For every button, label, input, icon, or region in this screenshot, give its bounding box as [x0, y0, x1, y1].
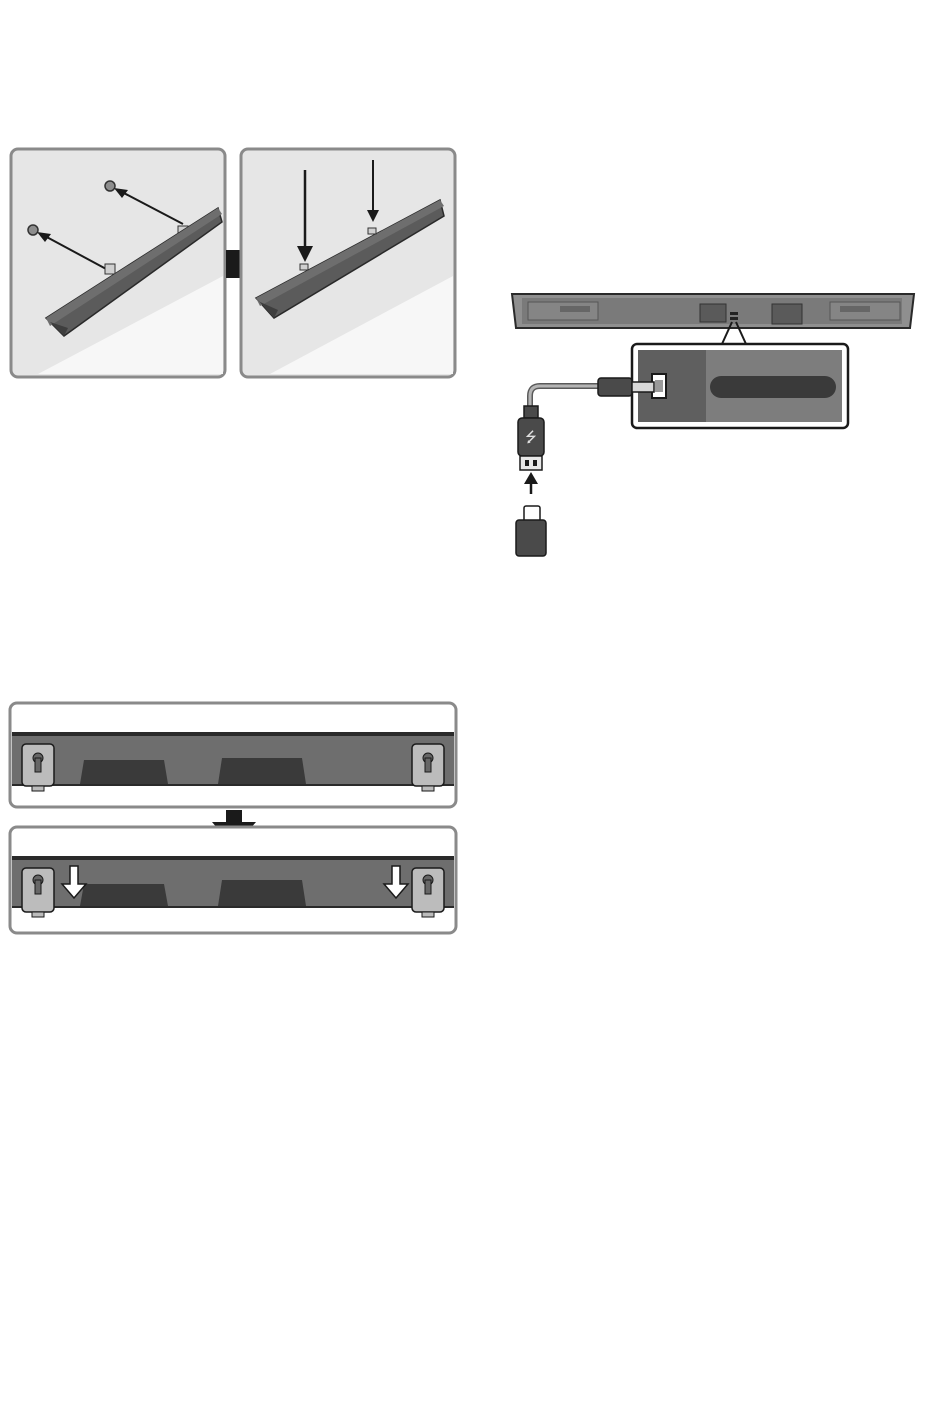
bracket-panel-before [10, 703, 456, 807]
bracket-slide-figure [8, 700, 460, 938]
usb-cable [530, 386, 600, 406]
bracket-left-mounted [22, 868, 54, 917]
mount-panel-after [241, 149, 455, 377]
bracket-panel-after [10, 827, 456, 933]
port-detail-panel [632, 344, 848, 428]
mount-panel-before [11, 149, 225, 377]
bracket-right-mounted [412, 868, 444, 917]
usb-adapter [516, 506, 546, 556]
screw-icon [105, 181, 115, 191]
soundbar-rear [512, 294, 914, 328]
bracket-left [22, 744, 54, 791]
up-arrow-icon [524, 472, 538, 484]
usb-icon: ⭍ [525, 430, 537, 446]
wall-mount-figure [8, 146, 460, 382]
bracket-right [412, 744, 444, 791]
screw-icon [28, 225, 38, 235]
usb-connection-figure: ⭍ [500, 282, 924, 562]
usb-a-plug: ⭍ [518, 406, 544, 470]
